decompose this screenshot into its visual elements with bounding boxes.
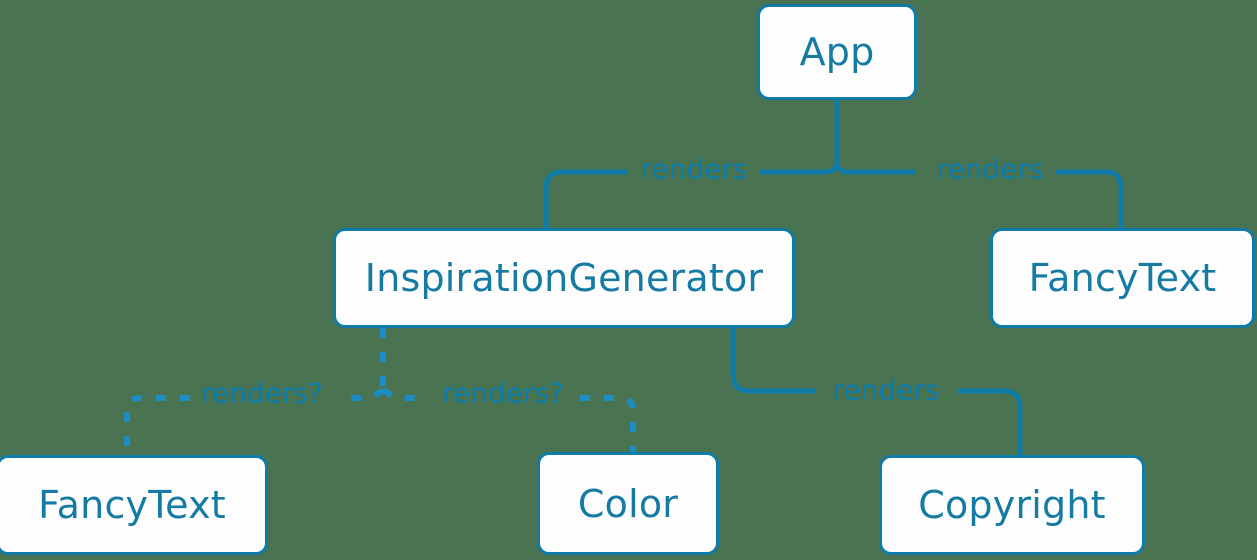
node-fancytext-right[interactable]: FancyText xyxy=(990,228,1255,328)
node-inspiration-generator-label: InspirationGenerator xyxy=(364,256,764,300)
edge-inspiration-generator-to-fancytext-bottom xyxy=(124,387,385,455)
node-app[interactable]: App xyxy=(757,4,917,100)
node-copyright[interactable]: Copyright xyxy=(879,455,1145,555)
edge-label-inspiration-generator-to-color: renders? xyxy=(442,376,564,410)
edge-app-to-fancytext-right xyxy=(834,155,1124,228)
node-color-label: Color xyxy=(577,481,679,526)
edge-label-inspiration-generator-to-fancytext-bottom: renders? xyxy=(201,376,323,410)
edge-label-app-to-fancytext-right: renders xyxy=(936,152,1044,186)
node-copyright-label: Copyright xyxy=(918,483,1106,527)
node-fancytext-bottom-label: FancyText xyxy=(38,483,226,527)
node-color[interactable]: Color xyxy=(537,452,719,555)
edge-label-inspiration-generator-to-copyright: renders xyxy=(832,373,940,407)
node-fancytext-bottom[interactable]: FancyText xyxy=(0,455,268,555)
node-app-label: App xyxy=(799,30,875,74)
edge-inspiration-generator-to-copyright xyxy=(730,328,1023,455)
edge-inspiration-generator-to-color xyxy=(381,387,636,452)
node-inspiration-generator[interactable]: InspirationGenerator xyxy=(333,228,795,328)
node-fancytext-right-label: FancyText xyxy=(1028,256,1217,300)
edge-label-app-to-inspiration-generator: renders xyxy=(640,152,748,186)
